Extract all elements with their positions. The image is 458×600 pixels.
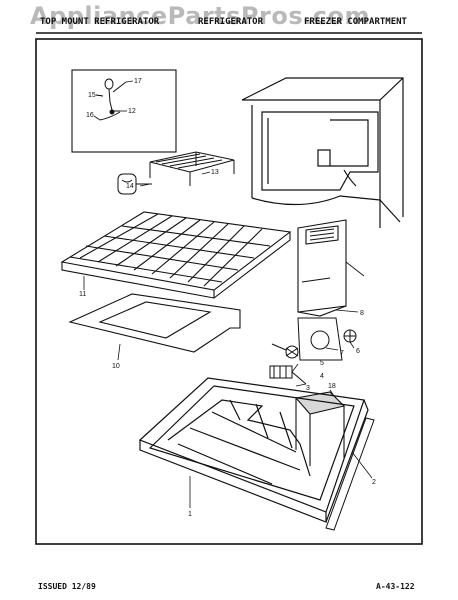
evaporator-cover-part-8	[297, 219, 347, 317]
callout-6: 6	[356, 348, 360, 355]
callout-7: 7	[340, 350, 344, 357]
callout-11: 11	[79, 291, 86, 298]
header-right: FREEZER COMPARTMENT	[304, 17, 407, 27]
callout-5: 5	[320, 360, 324, 367]
footer-issued: ISSUED 12/89	[38, 582, 96, 591]
callout-18: 18	[328, 383, 336, 390]
fan-assembly-parts-5-6-7	[271, 317, 357, 361]
callout-14: 14	[126, 183, 134, 190]
callout-4: 4	[320, 373, 324, 380]
callout-1: 1	[188, 511, 192, 518]
callout-8: 8	[360, 310, 364, 317]
callout-13: 13	[211, 169, 219, 176]
header-middle: REFRIGERATOR	[198, 17, 264, 27]
callout-10: 10	[112, 363, 120, 370]
cabinet-outline	[241, 77, 404, 228]
callout-3: 3	[306, 385, 310, 392]
shelf-bracket-part-13	[149, 151, 235, 186]
callout-15: 15	[88, 92, 96, 99]
diagram-frame	[35, 38, 423, 545]
gasket-part-2	[325, 417, 375, 531]
wire-shelf-part-11	[60, 211, 292, 299]
callout-17: 17	[134, 78, 142, 85]
callout-16: 16	[86, 112, 94, 119]
evaporator-part-18	[294, 391, 346, 466]
callout-2: 2	[372, 479, 376, 486]
light-bulb-part-14	[117, 173, 152, 195]
watermark: AppliancePartsPros.com	[30, 2, 370, 30]
header-left: TOP MOUNT REFRIGERATOR	[40, 17, 160, 27]
callout-12: 12	[128, 108, 136, 115]
leader-lines	[83, 80, 373, 508]
freezer-liner-part-1	[138, 377, 369, 523]
footer-page-code: A-43-122	[376, 582, 415, 591]
panel-part-10	[68, 293, 241, 353]
fittings-parts-3-4	[269, 365, 307, 385]
